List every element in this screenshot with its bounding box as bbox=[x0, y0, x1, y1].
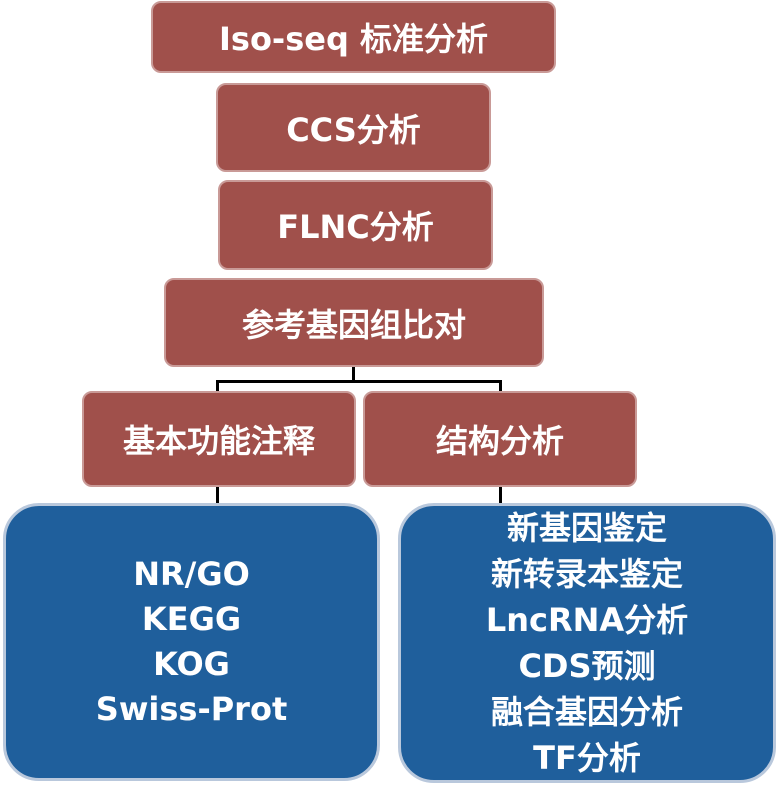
connector-func-to-list bbox=[216, 486, 219, 504]
func-list-item: NR/GO bbox=[133, 555, 250, 593]
func-list-item: Swiss-Prot bbox=[95, 690, 288, 728]
node-ccs: CCS分析 bbox=[216, 83, 491, 172]
node-ref-align-label: 参考基因组比对 bbox=[241, 305, 466, 344]
struct-list-item: TF分析 bbox=[533, 739, 641, 777]
connector-horizontal bbox=[216, 380, 502, 383]
connector-align-down bbox=[352, 366, 355, 381]
struct-list-item: LncRNA分析 bbox=[485, 601, 689, 639]
node-func-annot: 基本功能注释 bbox=[82, 391, 356, 487]
node-func-annot-label: 基本功能注释 bbox=[122, 422, 315, 460]
node-flnc-label: FLNC分析 bbox=[277, 208, 434, 246]
struct-list-item: 融合基因分析 bbox=[490, 693, 683, 731]
struct-list-item: 新基因鉴定 bbox=[506, 509, 667, 547]
connector-struct-to-list bbox=[499, 486, 502, 504]
struct-list-item: 新转录本鉴定 bbox=[490, 555, 683, 593]
node-isoseq-label: Iso-seq 标准分析 bbox=[218, 20, 489, 58]
node-struct-label: 结构分析 bbox=[435, 422, 564, 460]
struct-list-box: 新基因鉴定 新转录本鉴定 LncRNA分析 CDS预测 融合基因分析 TF分析 bbox=[398, 503, 776, 783]
func-list-item: KEGG bbox=[141, 600, 242, 638]
node-struct: 结构分析 bbox=[363, 391, 637, 487]
node-ref-align: 参考基因组比对 bbox=[164, 278, 544, 367]
struct-list-item: CDS预测 bbox=[518, 647, 656, 685]
node-isoseq: Iso-seq 标准分析 bbox=[151, 1, 556, 73]
node-flnc: FLNC分析 bbox=[218, 180, 493, 270]
connector-to-struct bbox=[499, 380, 502, 394]
func-list-item: KOG bbox=[153, 645, 230, 683]
func-list-box: NR/GO KEGG KOG Swiss-Prot bbox=[3, 503, 380, 781]
connector-to-func bbox=[216, 380, 219, 394]
node-ccs-label: CCS分析 bbox=[286, 110, 421, 149]
